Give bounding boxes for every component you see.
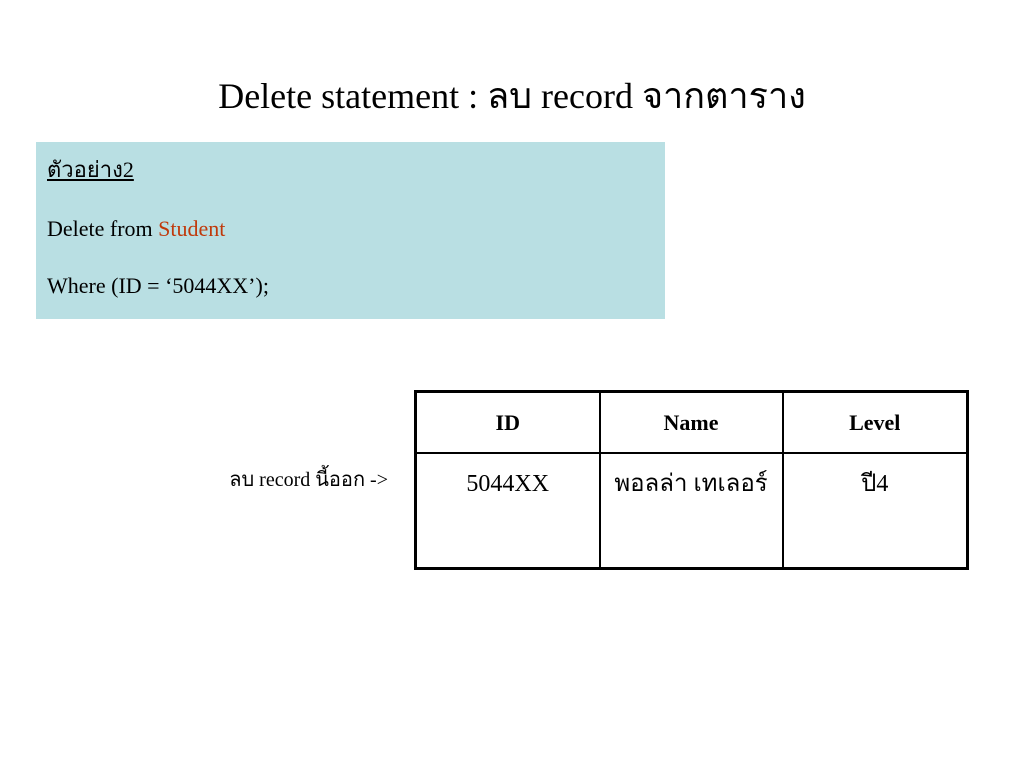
student-record-table: ID Name Level 5044XX พอลล่า เทเลอร์ ปี4 bbox=[414, 390, 969, 570]
delete-record-note: ลบ record นี้ออก -> bbox=[229, 469, 388, 491]
table-header-row: ID Name Level bbox=[414, 390, 969, 454]
table-row: 5044XX พอลล่า เทเลอร์ ปี4 bbox=[414, 452, 969, 570]
cell-name: พอลล่า เทเลอร์ bbox=[598, 452, 784, 570]
sql-delete-keyword: Delete from bbox=[47, 216, 159, 241]
column-header-id: ID bbox=[414, 390, 601, 454]
sql-table-name: Student bbox=[158, 216, 226, 241]
example-heading: ตัวอย่าง2 bbox=[47, 157, 134, 182]
example-sql-line-where: Where (ID = ‘5044XX’); bbox=[47, 273, 269, 298]
example-box: ตัวอย่าง2 Delete from Student Where (ID … bbox=[36, 142, 665, 319]
column-header-name: Name bbox=[598, 390, 784, 454]
slide-title: Delete statement : ลบ record จากตาราง bbox=[218, 76, 806, 116]
column-header-level: Level bbox=[781, 390, 969, 454]
example-sql-line-delete: Delete from Student bbox=[47, 215, 225, 243]
cell-level: ปี4 bbox=[781, 452, 969, 570]
cell-id: 5044XX bbox=[414, 452, 601, 570]
